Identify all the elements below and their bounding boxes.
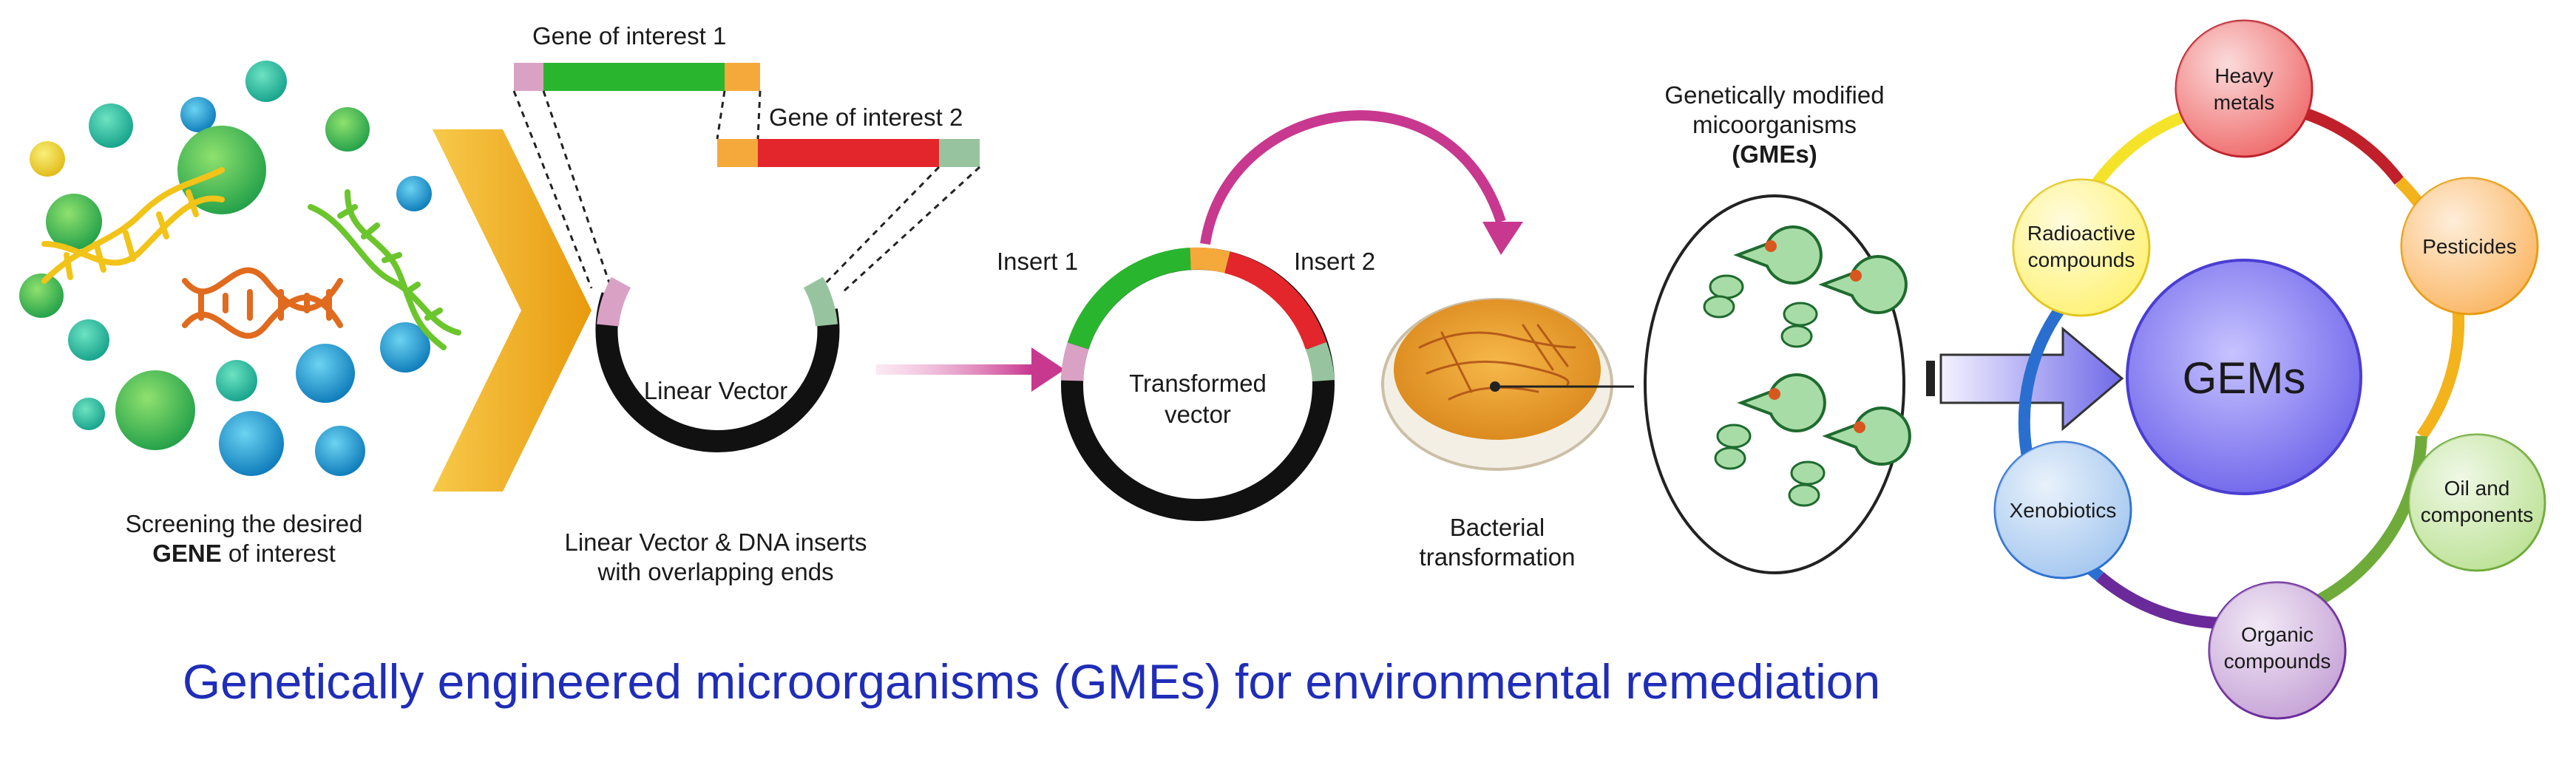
- gmo-section: Genetically modified micoorganisms (GMEs…: [1644, 81, 1911, 574]
- gene-1-left-end: [514, 63, 543, 91]
- insert-1-label: Insert 1: [997, 248, 1078, 275]
- linear-vector-caption-line2: with overlapping ends: [597, 558, 833, 585]
- microorganism-icon: [1714, 373, 1826, 470]
- microorganism-icon: [1780, 255, 1908, 348]
- cluster-dot: [315, 426, 365, 476]
- screening-caption-line1: Screening the desired: [125, 510, 362, 537]
- cluster-dot: [380, 322, 430, 373]
- gene-1-label: Gene of interest 1: [532, 22, 726, 50]
- hub-node-oil: Oil and components: [2407, 433, 2546, 572]
- gmo-label-line3: (GMEs): [1732, 140, 1817, 168]
- linear-vector-section: Gene of interest 1 Gene of interest 2 Li…: [512, 22, 981, 585]
- dna-helix-icon: [41, 167, 225, 284]
- bacterial-colonies: [1418, 324, 1576, 401]
- gene-2-left-end: [717, 139, 758, 167]
- cluster-dot: [180, 97, 216, 132]
- cluster-dot: [30, 141, 65, 177]
- hub-node-label: Oil and: [2444, 477, 2510, 500]
- bacterial-label-line2: transformation: [1420, 543, 1576, 571]
- transformed-vector-section: Insert 1 Insert 2 Transformed vector: [997, 247, 1375, 521]
- hub-node-label: Heavy: [2214, 64, 2273, 87]
- cluster-dot: [115, 370, 195, 450]
- cluster-dot: [46, 194, 102, 250]
- hub-node-xenobiotics: Xenobiotics: [1993, 441, 2132, 579]
- gmo-label-line2: micoorganisms: [1692, 111, 1857, 138]
- cluster-dot: [396, 176, 432, 211]
- hub-node-label: Organic: [2241, 623, 2314, 646]
- gene-2-label: Gene of interest 2: [769, 103, 963, 131]
- vector-end-pink: [597, 276, 631, 327]
- screening-caption-rest: of interest: [222, 540, 336, 567]
- linear-vector-caption-line1: Linear Vector & DNA inserts: [564, 528, 867, 556]
- insert-1-arc: [1067, 248, 1192, 350]
- insert-2-arc: [1224, 251, 1327, 350]
- cluster-dot: [216, 360, 257, 401]
- gmo-label-line1: Genetically modified: [1664, 81, 1884, 109]
- transformed-label-line1: Transformed: [1129, 370, 1267, 397]
- overlap-arc: [1190, 247, 1230, 273]
- overlap-guide-lines: [512, 90, 981, 296]
- gems-hub: GEMs Heavy metals Pesticides Oil and com…: [1993, 19, 2546, 720]
- hub-node-pesticides: Pesticides: [2400, 177, 2539, 316]
- hub-node-label: metals: [2214, 91, 2274, 114]
- cluster-dot: [68, 319, 109, 361]
- ring-end-pink: [1061, 342, 1089, 381]
- hub-node-organic: Organic compounds: [2208, 581, 2347, 720]
- cluster-dot: [89, 103, 133, 148]
- hub-node-label: compounds: [2028, 248, 2135, 271]
- microorganism-icon: [1703, 225, 1823, 319]
- cluster-dot: [72, 398, 105, 430]
- hub-node-radioactive: Radioactive compounds: [2012, 178, 2151, 317]
- chevron-arrow-icon: [433, 129, 592, 492]
- cluster-dot: [245, 61, 287, 102]
- hub-node-label: compounds: [2224, 650, 2331, 673]
- hub-node-label: Xenobiotics: [2010, 499, 2117, 522]
- dna-helix-icon: [308, 189, 461, 350]
- gene-2-right-end: [939, 139, 980, 167]
- bacterial-label-line1: Bacterial: [1450, 514, 1545, 541]
- gems-center-circle: [2126, 259, 2362, 495]
- linear-vector-backbone: [595, 292, 840, 452]
- hub-node-label: Radioactive: [2027, 222, 2135, 245]
- dna-helix-icon: [182, 267, 343, 339]
- cluster-dot: [19, 273, 64, 318]
- gene-1-right-end: [725, 63, 760, 91]
- gene-keyword: GENE: [152, 540, 222, 567]
- cluster-dot: [219, 411, 284, 476]
- cluster-dot: [296, 344, 355, 403]
- vector-end-sage: [803, 276, 838, 327]
- dna-screening-cluster: Screening the desired GENE of interest: [19, 61, 461, 567]
- gems-center-label: GEMs: [2183, 353, 2306, 403]
- insert-2-label: Insert 2: [1294, 248, 1375, 275]
- linear-vector-label: Linear Vector: [644, 377, 787, 404]
- microorganism-icon: [1788, 407, 1911, 507]
- gene-2-insert: [758, 139, 939, 167]
- transformed-label-line2: vector: [1165, 401, 1231, 428]
- hub-node-label: Pesticides: [2422, 235, 2517, 258]
- petri-dish-medium: [1394, 299, 1601, 440]
- ring-end-sage: [1305, 341, 1335, 382]
- hub-node-label: components: [2421, 503, 2534, 526]
- screening-caption-line2: GENE of interest: [152, 540, 336, 567]
- arrow-to-transformed: [876, 347, 1065, 392]
- cluster-dot: [325, 107, 370, 152]
- curved-arrow-to-dish: [1200, 110, 1523, 255]
- gene-1-insert: [543, 63, 725, 91]
- page-title: Genetically engineered microorganisms (G…: [183, 654, 1880, 709]
- petri-dish-section: Bacterial transformation: [1381, 298, 1634, 571]
- hub-node-heavy-metals: Heavy metals: [2175, 19, 2314, 158]
